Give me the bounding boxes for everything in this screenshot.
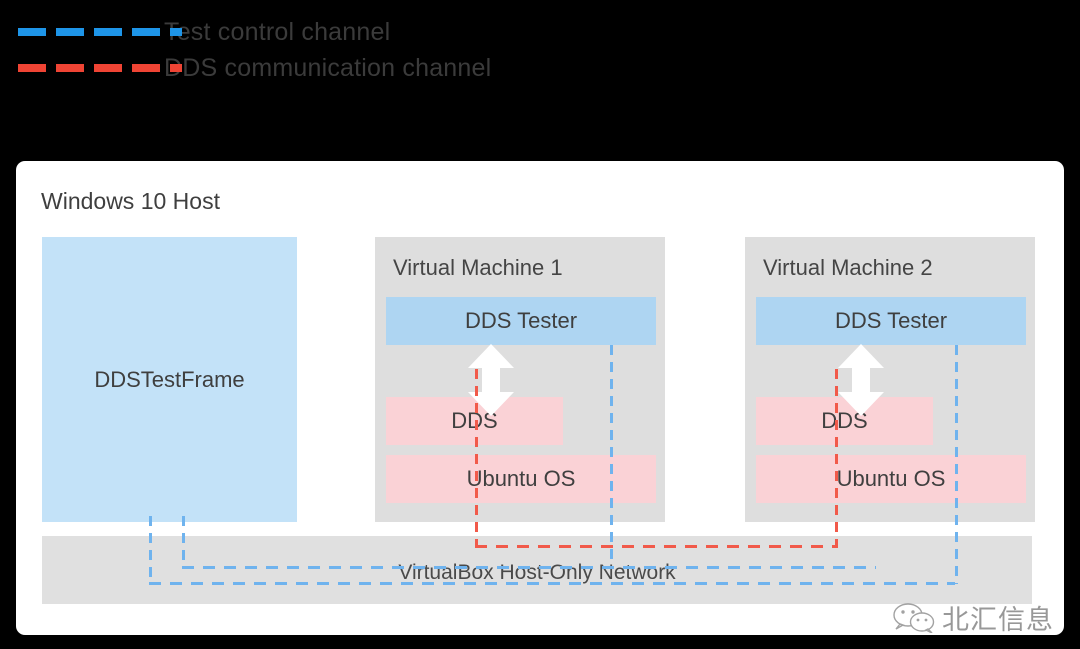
legend-label-dds-communication: DDS communication channel	[164, 53, 492, 82]
bidirectional-arrow-icon	[838, 344, 884, 416]
vm1-layer-ubuntu-os[interactable]: Ubuntu OS	[386, 455, 656, 503]
legend-label-test-control: Test control channel	[164, 17, 391, 46]
test-control-bus-inner-horizontal	[182, 566, 876, 569]
test-control-line-vm2-vertical	[955, 345, 958, 584]
vm2-ubuntu-os-label: Ubuntu OS	[836, 466, 946, 491]
host-title: Windows 10 Host	[41, 188, 220, 214]
watermark: 北汇信息	[893, 598, 1054, 637]
host-card: Windows 10 Host DDSTestFrame Virtual Mac…	[16, 161, 1064, 635]
legend-item-test-control: Test control channel	[18, 17, 391, 46]
watermark-text: 北汇信息	[942, 605, 1054, 635]
ddstestframe-label: DDSTestFrame	[94, 366, 245, 392]
dds-communication-bus-horizontal	[475, 545, 838, 548]
vm1-ubuntu-os-label: Ubuntu OS	[466, 466, 576, 491]
legend-item-dds-communication: DDS communication channel	[18, 53, 492, 82]
virtual-machine-2[interactable]: Virtual Machine 2 DDS Tester DDS Ubuntu …	[745, 237, 1035, 522]
test-control-line-frame-left-vertical	[149, 516, 152, 584]
vm1-dds-tester-label: DDS Tester	[464, 308, 578, 333]
virtual-machine-1[interactable]: Virtual Machine 1 DDS Tester DDS Ubuntu …	[375, 237, 665, 522]
vm2-layer-dds-tester[interactable]: DDS Tester	[756, 297, 1026, 345]
test-control-line-frame-right-vertical	[182, 516, 185, 568]
dds-communication-line-vm2-vertical	[835, 369, 838, 547]
test-control-line-vm1-vertical	[610, 345, 613, 568]
vm2-layer-ubuntu-os[interactable]: Ubuntu OS	[756, 455, 1026, 503]
wechat-icon	[893, 602, 935, 633]
vm1-title: Virtual Machine 1	[393, 255, 563, 280]
vm2-title: Virtual Machine 2	[763, 255, 933, 280]
ddstestframe-block[interactable]: DDSTestFrame	[42, 237, 297, 522]
vm2-dds-tester-label: DDS Tester	[834, 308, 948, 333]
test-control-bus-outer-horizontal	[149, 582, 955, 585]
dds-communication-line-vm1-vertical	[475, 369, 478, 547]
legend: Test control channel DDS communication c…	[0, 0, 1080, 150]
dashed-line-icon	[18, 64, 182, 72]
vm1-layer-dds-tester[interactable]: DDS Tester	[386, 297, 656, 345]
dashed-line-icon	[18, 28, 182, 36]
bidirectional-arrow-icon	[468, 344, 514, 416]
